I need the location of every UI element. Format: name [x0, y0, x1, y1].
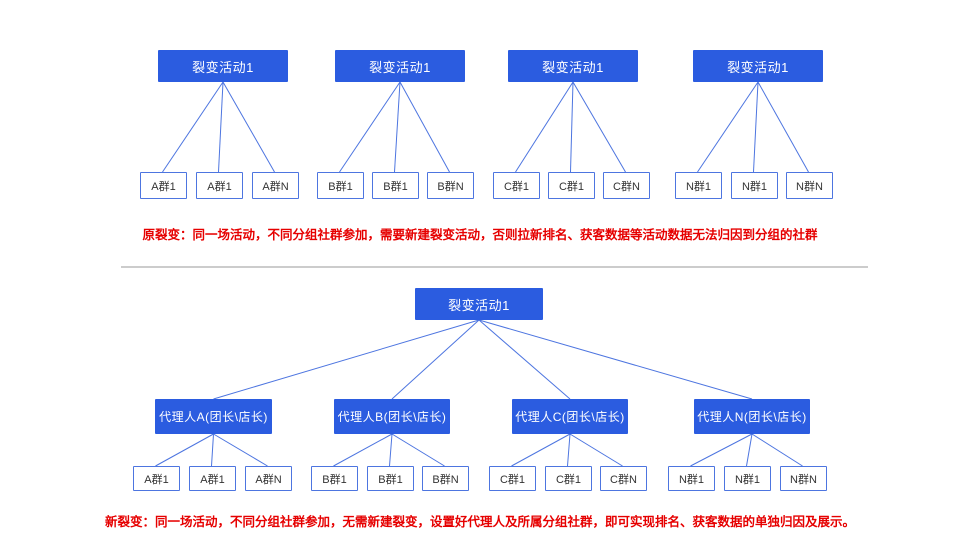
group-leaf[interactable]: B群1: [317, 172, 364, 199]
group-leaf[interactable]: N群1: [731, 172, 778, 199]
group-leaf[interactable]: A群N: [245, 466, 292, 491]
connector-line: [570, 81, 574, 173]
group-leaf[interactable]: B群1: [311, 466, 358, 491]
activity-node-top-2[interactable]: 裂变活动1: [508, 50, 638, 82]
connector-line: [162, 81, 224, 173]
connector-line: [478, 319, 571, 400]
group-leaf[interactable]: N群1: [724, 466, 771, 491]
connector-line: [515, 81, 574, 173]
group-leaf[interactable]: C群1: [545, 466, 592, 491]
connector-line: [478, 319, 753, 400]
agent-node-a[interactable]: 代理人A(团长\店长): [155, 399, 272, 434]
connector-line: [690, 433, 753, 467]
group-leaf[interactable]: N群N: [780, 466, 827, 491]
connector-line: [567, 433, 571, 467]
connector-line: [572, 81, 626, 173]
connector-line: [155, 433, 214, 467]
group-leaf[interactable]: N群1: [668, 466, 715, 491]
connector-line: [753, 81, 759, 173]
group-leaf[interactable]: A群1: [196, 172, 243, 199]
connector-line: [211, 433, 214, 467]
group-leaf[interactable]: C群1: [493, 172, 540, 199]
connector-line: [569, 433, 623, 467]
group-leaf[interactable]: C群1: [489, 466, 536, 491]
activity-node-top-1[interactable]: 裂变活动1: [335, 50, 465, 82]
group-leaf[interactable]: C群N: [600, 466, 647, 491]
activity-node-bottom-root[interactable]: 裂变活动1: [415, 288, 543, 320]
agent-node-b[interactable]: 代理人B(团长\店长): [334, 399, 450, 434]
connector-line: [333, 433, 393, 467]
group-leaf[interactable]: A群1: [140, 172, 187, 199]
activity-node-top-0[interactable]: 裂变活动1: [158, 50, 288, 82]
connector-line: [399, 81, 450, 173]
connector-line: [218, 81, 224, 173]
connector-line: [751, 433, 803, 467]
connector-line: [391, 433, 445, 467]
group-leaf[interactable]: N群N: [786, 172, 833, 199]
agent-node-c[interactable]: 代理人C(团长\店长): [512, 399, 628, 434]
connector-line: [511, 433, 571, 467]
group-leaf[interactable]: C群N: [603, 172, 650, 199]
section-divider: [121, 266, 868, 268]
connector-line: [697, 81, 759, 173]
agent-node-n[interactable]: 代理人N(团长\店长): [694, 399, 810, 434]
connector-line: [213, 319, 480, 400]
connector-line: [391, 319, 480, 400]
group-leaf[interactable]: A群1: [133, 466, 180, 491]
connector-line: [213, 433, 268, 467]
group-leaf[interactable]: B群N: [427, 172, 474, 199]
connector-line: [222, 81, 275, 173]
group-leaf[interactable]: A群1: [189, 466, 236, 491]
group-leaf[interactable]: B群1: [367, 466, 414, 491]
connector-line: [389, 433, 393, 467]
group-leaf[interactable]: C群1: [548, 172, 595, 199]
group-leaf[interactable]: N群1: [675, 172, 722, 199]
group-leaf[interactable]: A群N: [252, 172, 299, 199]
activity-node-top-3[interactable]: 裂变活动1: [693, 50, 823, 82]
connector-line: [757, 81, 809, 173]
group-leaf[interactable]: B群N: [422, 466, 469, 491]
connector-line: [746, 433, 753, 467]
top-caption: 原裂变：同一场活动，不同分组社群参加，需要新建裂变活动，否则拉新排名、获客数据等…: [142, 228, 818, 242]
connector-line: [339, 81, 401, 173]
bottom-caption: 新裂变：同一场活动，不同分组社群参加，无需新建裂变，设置好代理人及所属分组社群，…: [104, 515, 855, 529]
connector-line: [394, 81, 401, 173]
group-leaf[interactable]: B群1: [372, 172, 419, 199]
